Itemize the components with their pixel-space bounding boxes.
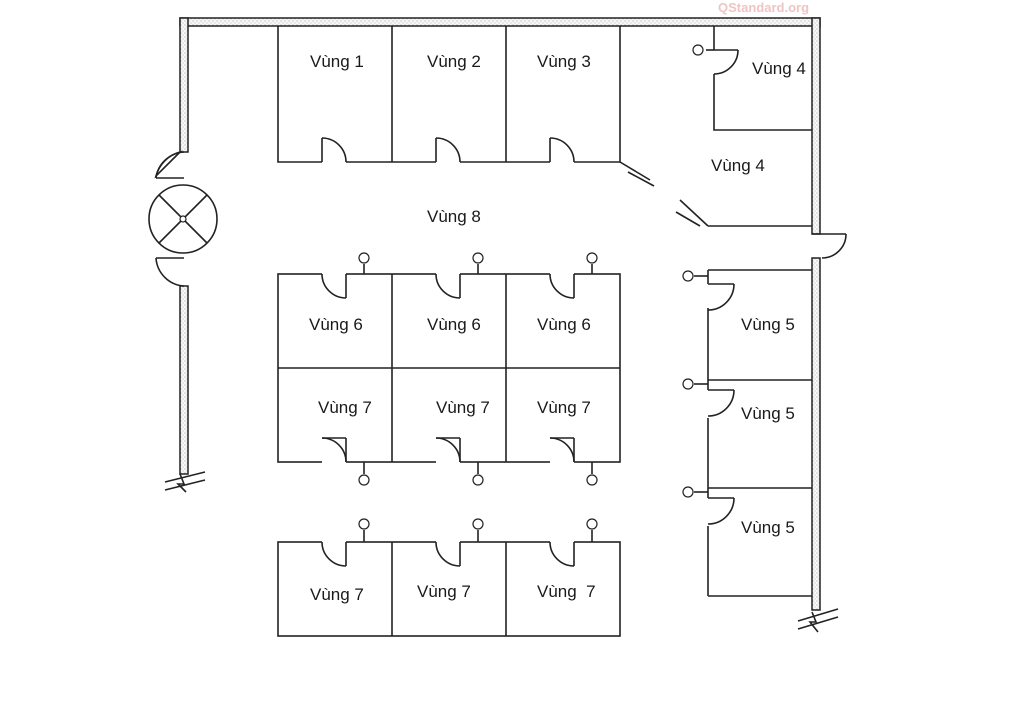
light-fixture-icon [472,474,484,486]
zone-label-6c: Vùng 6 [537,315,591,334]
wall-break-symbol-left [164,471,206,493]
light-fixture-icon [358,252,370,264]
light-fixture-icon [358,518,370,530]
wall-break-symbol-right [797,608,839,633]
zone-label-7e: Vùng 7 [417,582,471,601]
doors-bottom [321,518,598,567]
zone-label-4-room: Vùng 4 [752,59,806,78]
zone-label-6a: Vùng 6 [309,315,363,334]
light-fixture-icon [682,486,694,498]
zone-label-8: Vùng 8 [427,207,481,226]
light-fixture-icon [682,378,694,390]
revolving-door [148,150,218,287]
room-block-top [277,26,621,163]
exterior-wall [179,17,821,611]
zone-label-5a: Vùng 5 [741,315,795,334]
light-fixture-icon [586,518,598,530]
zone-label-5c: Vùng 5 [741,518,795,537]
zone-label-7a: Vùng 7 [318,398,372,417]
room-4-partition [619,161,812,227]
light-fixture-icon [586,474,598,486]
doors-middle [321,252,598,486]
watermark: QStandard.org [718,0,809,15]
zone-label-5b: Vùng 5 [741,404,795,423]
room-block-right [694,269,812,597]
zone-label-7b: Vùng 7 [436,398,490,417]
zone-label-6b: Vùng 6 [427,315,481,334]
zone-label-2: Vùng 2 [427,52,481,71]
zone-label-3: Vùng 3 [537,52,591,71]
zone-label-7c: Vùng 7 [537,398,591,417]
room-block-middle [277,273,621,463]
zone-label-7d: Vùng 7 [310,585,364,604]
light-fixture-icon [472,252,484,264]
light-fixture-icon [682,270,694,282]
zone-label-4-area: Vùng 4 [711,156,765,175]
zone-label-7f: Vùng 7 [537,582,596,601]
light-fixture-icon [586,252,598,264]
room-4-small [692,26,812,131]
light-fixture-icon [472,518,484,530]
light-fixture-icon [692,44,704,56]
zone-label-1: Vùng 1 [310,52,364,71]
light-fixture-icon [358,474,370,486]
side-door-right [812,233,847,259]
